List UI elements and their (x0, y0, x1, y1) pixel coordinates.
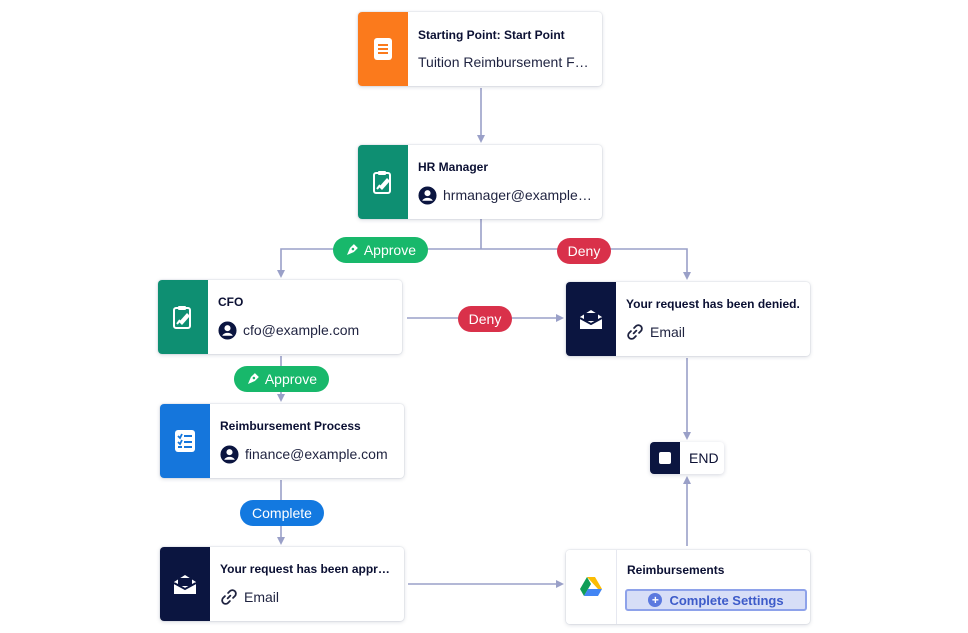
complete-settings-label: Complete Settings (669, 592, 784, 608)
complete-pill[interactable]: Complete (240, 500, 324, 526)
approved-email-node[interactable]: Your request has been appro... Email (160, 547, 404, 621)
link-icon (221, 589, 237, 605)
approve-pill-cfo[interactable]: Approve (234, 366, 329, 392)
start-node-subtitle: Tuition Reimbursement Fo... (418, 54, 592, 70)
approved-node-channel: Email (244, 589, 280, 605)
process-node-side (160, 404, 210, 478)
deny-pill-cfo-label: Deny (468, 311, 502, 327)
user-icon (220, 444, 239, 464)
start-node-side (358, 12, 408, 86)
hr-node-assignee: hrmanager@example.... (443, 187, 592, 203)
complete-pill-label: Complete (252, 505, 312, 521)
approve-pill-cfo-label: Approve (264, 371, 317, 387)
reimb-node-side (566, 550, 617, 624)
end-node-label: END (689, 450, 719, 466)
start-node-title: Starting Point: Start Point (418, 28, 565, 42)
google-drive-icon (580, 577, 602, 596)
link-icon (627, 324, 643, 340)
approve-pill-hr-label: Approve (363, 242, 416, 258)
approve-icon (247, 373, 259, 384)
end-node[interactable]: END (650, 442, 724, 474)
complete-settings-button[interactable]: + Complete Settings (625, 589, 807, 611)
task-list-icon (175, 430, 195, 452)
reimbursement-process-node[interactable]: Reimbursement Process finance@example.co… (160, 404, 404, 478)
approved-node-side (160, 547, 210, 621)
approve-pill-hr[interactable]: Approve (333, 237, 428, 263)
approved-node-title: Your request has been appro... (220, 562, 394, 576)
process-node-assignee: finance@example.com (245, 446, 388, 462)
approval-pen-icon (373, 171, 391, 194)
hr-manager-node[interactable]: HR Manager hrmanager@example.... (358, 145, 602, 219)
email-icon (579, 310, 603, 329)
denied-node-channel: Email (650, 324, 686, 340)
deny-pill-cfo[interactable]: Deny (458, 306, 512, 332)
edge-hr-denied (481, 248, 691, 280)
process-node-title: Reimbursement Process (220, 418, 361, 433)
approve-icon (346, 244, 358, 255)
hr-node-title: HR Manager (418, 159, 489, 174)
user-icon (218, 320, 237, 340)
email-icon (173, 575, 197, 594)
cfo-node-assignee: cfo@example.com (243, 322, 360, 338)
reimbursements-node[interactable]: Reimbursements + Complete Settings (566, 550, 810, 624)
plus-icon: + (648, 593, 663, 607)
deny-pill-hr[interactable]: Deny (557, 238, 611, 264)
user-icon (418, 185, 437, 205)
denied-node-title: Your request has been denied. (626, 297, 800, 311)
cfo-node[interactable]: CFO cfo@example.com (158, 280, 402, 354)
denied-email-node[interactable]: Your request has been denied. Email (566, 282, 810, 356)
start-node[interactable]: Starting Point: Start Point Tuition Reim… (358, 12, 602, 86)
form-icon (374, 38, 392, 60)
cfo-node-side (158, 280, 208, 354)
cfo-node-title: CFO (218, 294, 244, 309)
denied-node-side (566, 282, 616, 356)
approval-pen-icon (173, 306, 191, 329)
stop-icon (650, 442, 680, 474)
deny-pill-hr-label: Deny (567, 243, 601, 259)
reimb-node-title: Reimbursements (627, 563, 725, 577)
hr-node-side (358, 145, 408, 219)
